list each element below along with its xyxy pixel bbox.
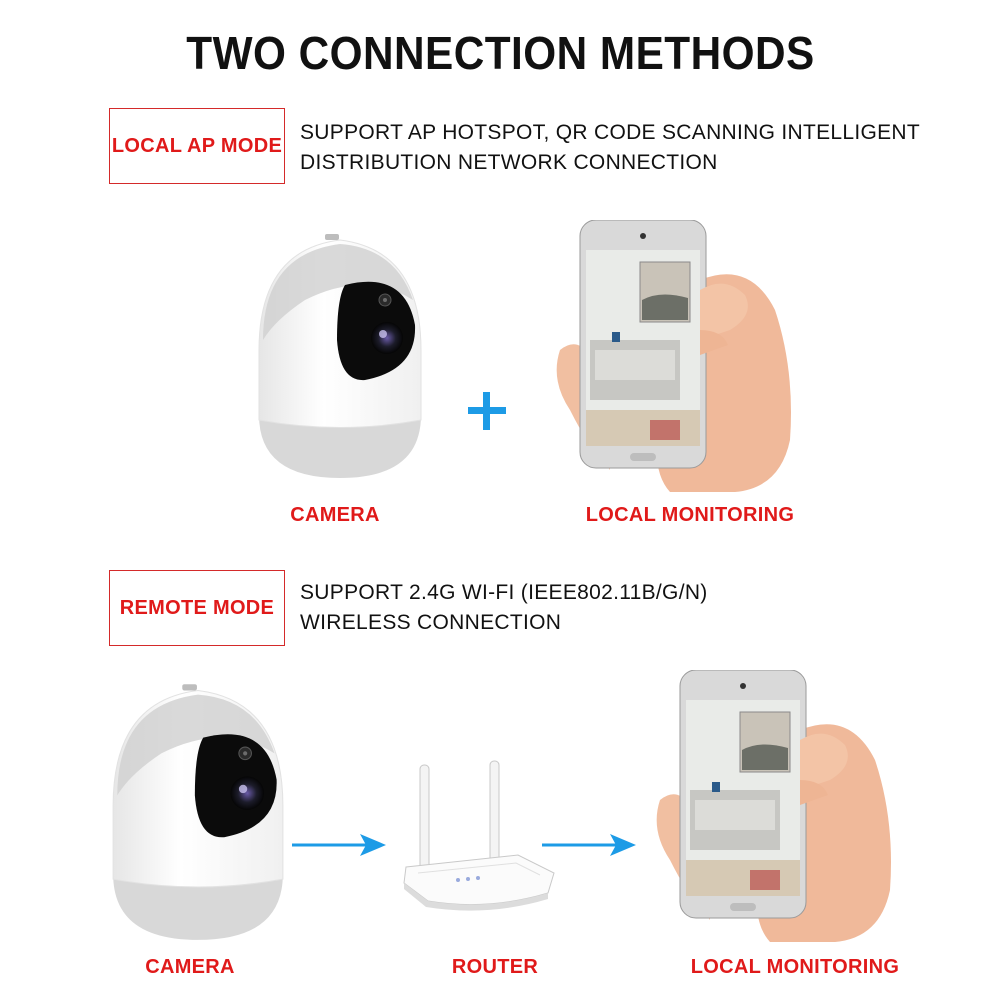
local-camera-label: CAMERA: [290, 504, 380, 526]
local-mode-description-line1: SUPPORT AP HOTSPOT, QR CODE SCANNING INT…: [300, 121, 921, 144]
remote-camera-label: CAMERA: [145, 956, 235, 978]
local-ap-mode-badge: LOCAL AP MODE: [109, 108, 285, 184]
local-mode-description-line2: DISTRIBUTION NETWORK CONNECTION: [300, 151, 718, 174]
remote-mode-description: SUPPORT 2.4G WI-FI (IEEE802.11B/G/N) WIR…: [300, 578, 980, 638]
phone-in-hand-icon: [650, 670, 900, 945]
phone-in-hand-icon: [550, 220, 800, 495]
remote-mode-description-line1: SUPPORT 2.4G WI-FI (IEEE802.11B/G/N): [300, 581, 708, 604]
plus-icon: [466, 390, 508, 432]
local-mode-description: SUPPORT AP HOTSPOT, QR CODE SCANNING INT…: [300, 118, 980, 178]
arrow-right-icon: [540, 830, 640, 860]
remote-mode-description-line2: WIRELESS CONNECTION: [300, 611, 562, 634]
camera-icon: [245, 230, 435, 480]
local-monitoring-label: LOCAL MONITORING: [585, 504, 795, 526]
remote-monitoring-label: LOCAL MONITORING: [690, 956, 900, 978]
router-label: ROUTER: [451, 956, 539, 978]
page-title: TWO CONNECTION METHODS: [186, 27, 815, 79]
arrow-right-icon: [290, 830, 390, 860]
remote-mode-badge: REMOTE MODE: [109, 570, 285, 646]
router-icon: [398, 755, 558, 915]
camera-icon: [98, 680, 298, 942]
